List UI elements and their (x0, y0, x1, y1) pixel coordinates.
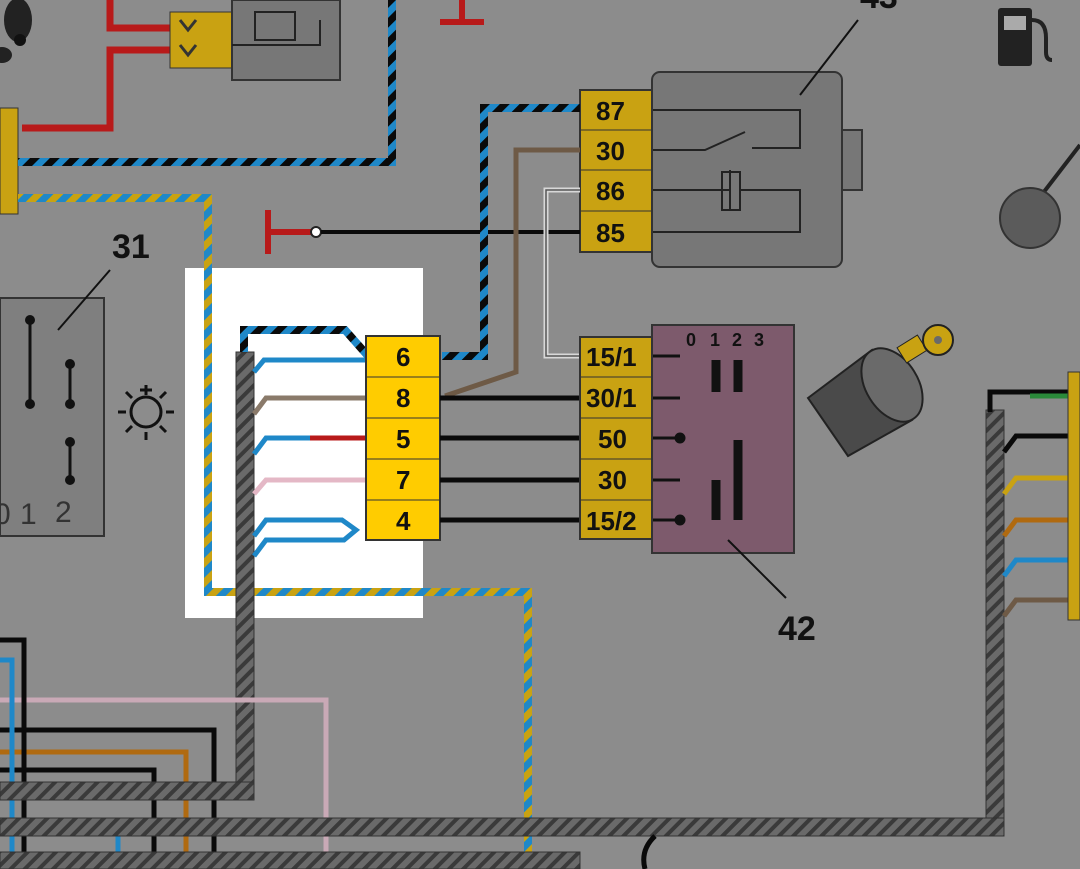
resistor-connector (169, 11, 233, 69)
ignition-pos-1: 1 (710, 330, 720, 350)
left-connector (0, 107, 19, 215)
ignition-pos-3: 3 (754, 330, 764, 350)
relay-callout: 43 (860, 0, 898, 16)
relay-connector (579, 89, 653, 253)
right-harness (985, 409, 1005, 821)
lamp-switch-body (0, 297, 105, 537)
ground-symbol-icon (265, 210, 312, 254)
ignition-pos-0: 0 (686, 330, 696, 350)
connector-pin-8: 8 (396, 383, 410, 413)
ignition-leader (727, 539, 787, 599)
ignition-key-icon (806, 324, 954, 458)
connector-pin-6: 6 (396, 342, 410, 372)
relay-pin-85: 85 (596, 218, 625, 248)
lamp-switch-callout: 31 (112, 228, 150, 266)
lamp-switch-pos-1: 1 (20, 498, 37, 531)
relay-pin-30: 30 (596, 136, 625, 166)
ignition-pin-50: 50 (598, 424, 627, 454)
ignition-pin-15-2: 15/2 (586, 506, 637, 536)
ignition-connector (579, 336, 653, 540)
lamp-switch-pos-2: 2 (55, 496, 72, 529)
connector-pin-4: 4 (396, 506, 411, 536)
relay-pin-87: 87 (596, 96, 625, 126)
connector-pin-7: 7 (396, 465, 410, 495)
highlight-connector (365, 335, 441, 541)
relay-leader (799, 19, 859, 96)
lamp-switch-pos-0: 0 (0, 498, 11, 531)
relay-pin-86: 86 (596, 176, 625, 206)
ignition-pin-30-1: 30/1 (586, 383, 637, 413)
ignition-pin-15-1: 15/1 (586, 342, 637, 372)
bottom-harness (0, 781, 255, 801)
ignition-pin-30: 30 (598, 465, 627, 495)
ground-symbol-icon (440, 0, 484, 25)
fuel-pump-icon (998, 8, 1053, 66)
ignition-pos-2: 2 (732, 330, 742, 350)
bottom-harness-long (0, 817, 1005, 837)
lamp-icon (118, 385, 174, 440)
ignition-callout: 42 (778, 610, 816, 648)
lamp-switch-leader (57, 269, 111, 331)
connector-pin-5: 5 (396, 424, 410, 454)
relay-body (651, 71, 843, 268)
right-connector (1067, 371, 1080, 621)
fan-icon (0, 0, 32, 63)
sender-icon (999, 143, 1080, 249)
harness-bundle (235, 351, 255, 793)
